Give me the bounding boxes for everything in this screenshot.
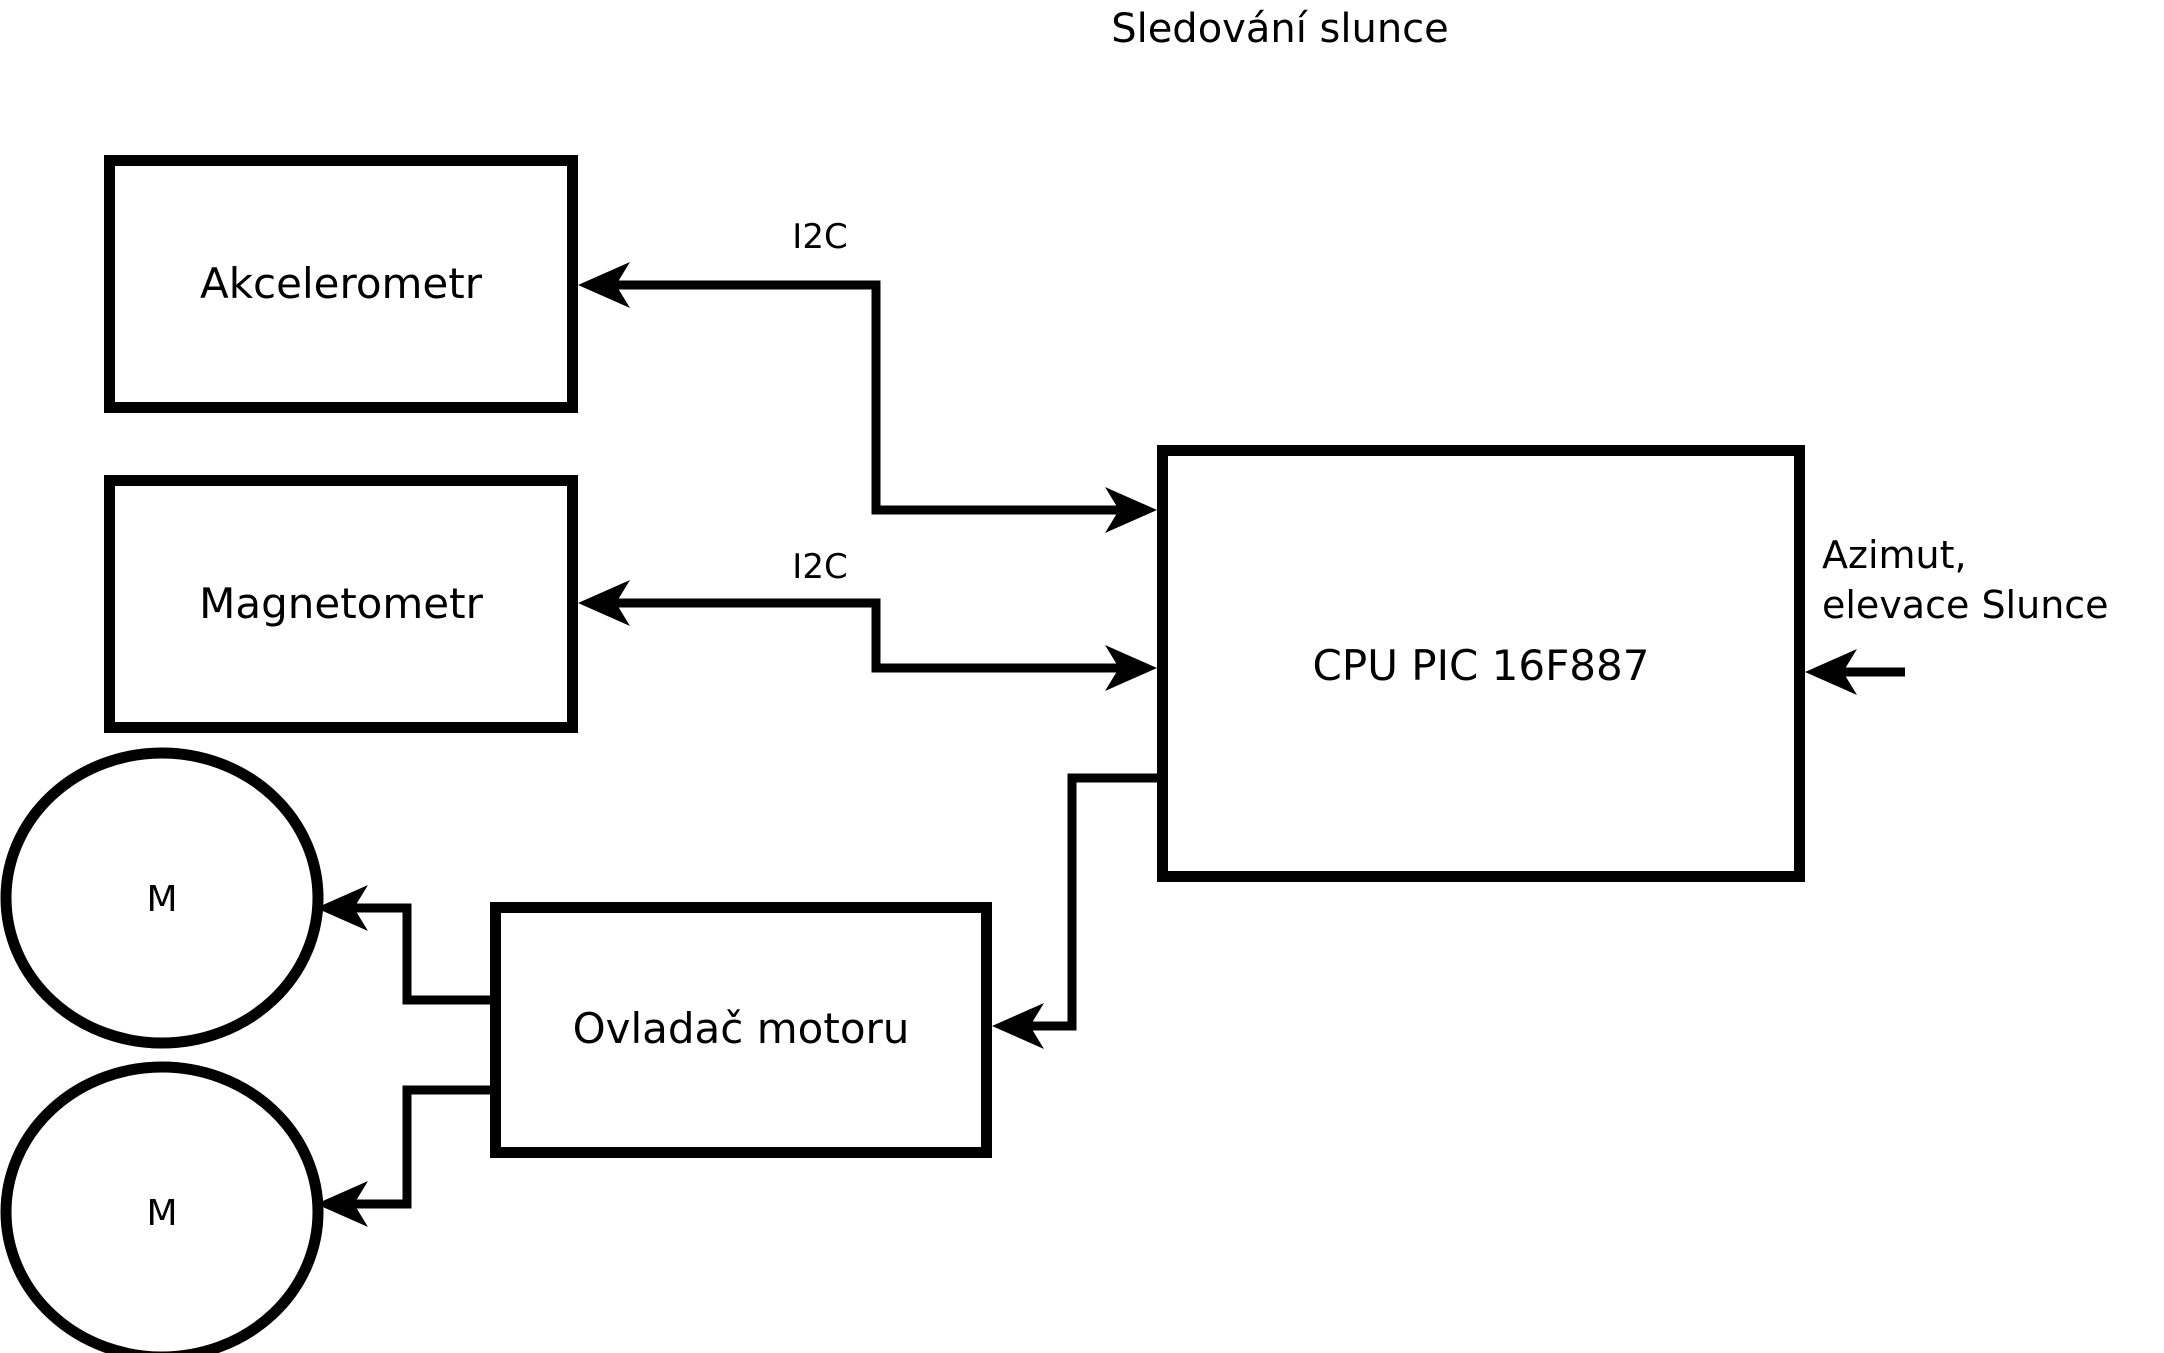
edge-label-i2c-magnetometer: I2C [792, 547, 847, 587]
node-motor-driver[interactable] [490, 902, 992, 1158]
node-motor-top[interactable] [0, 747, 324, 1049]
node-accelerometer[interactable] [104, 155, 578, 413]
edge-cpu-to-motor-driver-line [1022, 773, 1162, 1031]
edge-cpu-to-motor-driver-arrowhead [992, 1003, 1044, 1049]
edge-i2c-magnetometer-arrowhead-right [1105, 645, 1157, 691]
node-motor-top-label: M [146, 879, 177, 920]
node-motor-driver-label: Ovladač motoru [573, 1004, 910, 1053]
node-magnetometer-label: Magnetometr [199, 579, 483, 628]
edge-motor-driver-to-motor-bottom-line [348, 1085, 495, 1209]
node-magnetometer[interactable] [104, 475, 578, 733]
annotation-sun-input-line1: Azimut, [1822, 533, 1967, 577]
edge-motor-driver-to-motor-bottom-arrowhead [316, 1181, 368, 1227]
edge-i2c-accelerometer-line [608, 280, 1128, 515]
edge-motor-driver-to-motor-top-arrowhead [316, 885, 368, 931]
node-cpu[interactable] [1157, 445, 1805, 882]
edge-label-i2c-accelerometer: I2C [792, 217, 847, 257]
node-motor-bottom[interactable] [0, 1061, 324, 1353]
edge-i2c-accelerometer-arrowhead-right [1105, 487, 1157, 533]
annotation-sun-input-line2: elevace Slunce [1822, 583, 2109, 627]
edge-i2c-accelerometer-arrowhead-left [578, 262, 630, 308]
node-cpu-label: CPU PIC 16F887 [1313, 641, 1650, 690]
edge-motor-driver-to-motor-top-line [348, 903, 495, 1005]
edge-i2c-magnetometer-line [608, 598, 1128, 673]
edge-i2c-magnetometer-arrowhead-left [578, 580, 630, 626]
diagram-title: Sledování slunce [1111, 6, 1449, 52]
node-accelerometer-label: Akcelerometr [200, 259, 483, 308]
edge-sun-input-arrowhead [1805, 649, 1857, 695]
node-motor-bottom-label: M [146, 1193, 177, 1234]
